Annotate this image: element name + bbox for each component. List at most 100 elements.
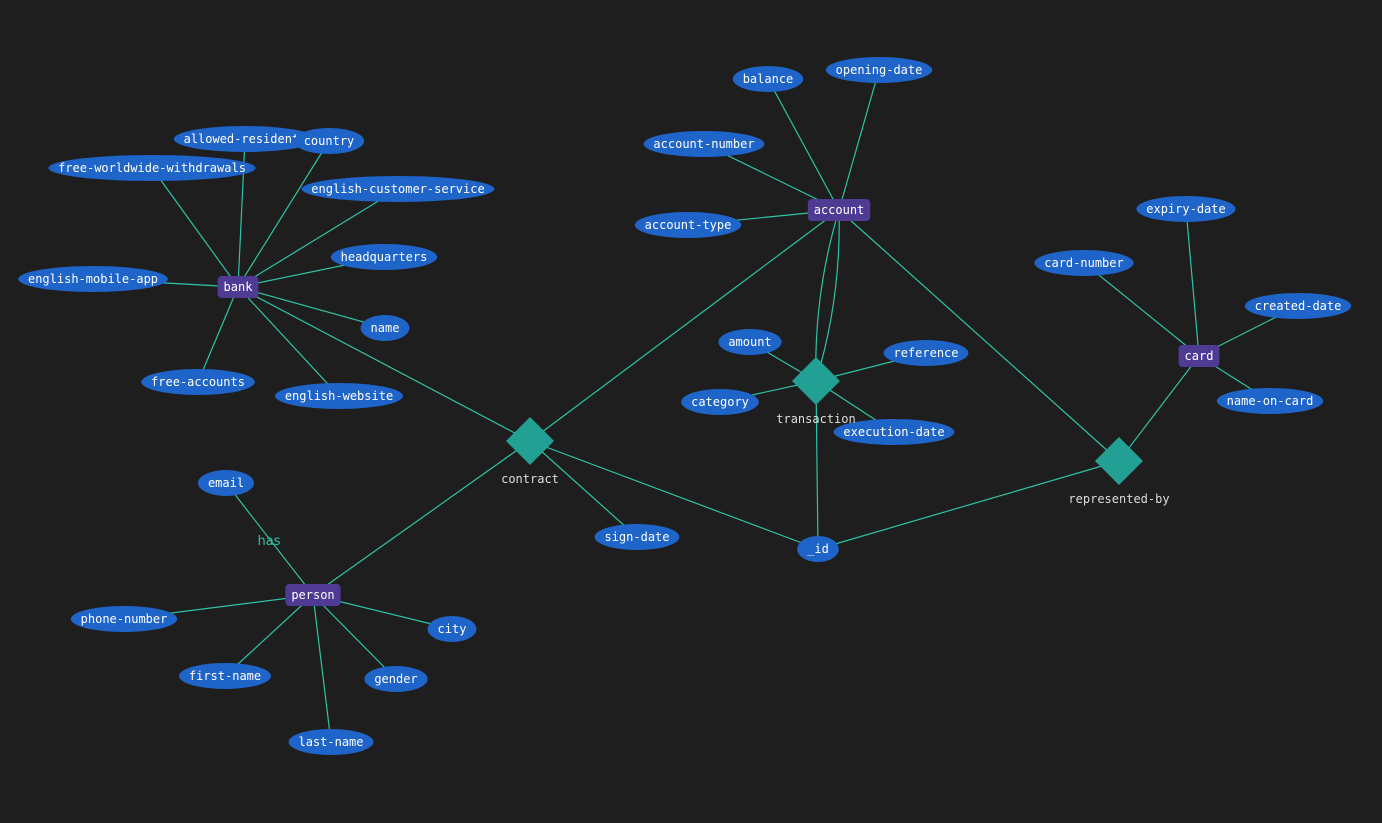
attribute-node-expiry-date[interactable]: expiry-date	[1136, 196, 1236, 222]
edge-card-expiry-date	[1185, 208, 1200, 357]
attribute-node-english-mobile-app[interactable]: english-mobile-app	[18, 266, 168, 292]
entity-label: bank	[224, 280, 254, 294]
attribute-label: amount	[728, 335, 771, 349]
attribute-label: allowed-residents	[184, 132, 307, 146]
edge-transaction-_id	[815, 380, 819, 550]
relation-node-transaction[interactable]: transaction	[776, 357, 856, 426]
attribute-node-card-number[interactable]: card-number	[1034, 250, 1134, 276]
attribute-node-first-name[interactable]: first-name	[179, 663, 271, 689]
relation-diamond	[506, 417, 554, 465]
edge-bank-contract	[237, 286, 531, 442]
attribute-node-gender[interactable]: gender	[364, 666, 428, 692]
attribute-shape	[48, 155, 256, 181]
attribute-label: country	[304, 134, 355, 148]
attribute-node-country[interactable]: country	[293, 128, 365, 154]
edge-bank-english-website	[237, 286, 340, 397]
relation-diamond	[792, 357, 840, 405]
attribute-node-email[interactable]: email	[198, 470, 254, 496]
entity-node-person[interactable]: person	[285, 584, 341, 606]
attribute-node-account-type[interactable]: account-type	[634, 212, 742, 238]
edge-person-gender	[312, 594, 397, 680]
attribute-shape	[1244, 293, 1352, 319]
attribute-label: category	[691, 395, 749, 409]
entity-shape	[807, 199, 871, 221]
attribute-node-account-number[interactable]: account-number	[643, 131, 765, 157]
attribute-node-headquarters[interactable]: headquarters	[330, 244, 438, 270]
attribute-shape	[293, 128, 365, 154]
edge-account-transaction-left	[815, 209, 840, 382]
entity-node-account[interactable]: account	[807, 199, 871, 221]
attribute-node-name[interactable]: name	[360, 315, 410, 341]
attribute-node-category[interactable]: category	[681, 389, 759, 415]
attribute-node-sign-date[interactable]: sign-date	[594, 524, 680, 550]
relation-node-represented-by[interactable]: represented-by	[1068, 437, 1170, 506]
attribute-node-_id[interactable]: _id	[797, 536, 839, 562]
attribute-shape	[883, 340, 969, 366]
edge-bank-country	[237, 140, 330, 288]
entity-label: card	[1185, 349, 1214, 363]
attribute-label: account-type	[645, 218, 732, 232]
attribute-label: city	[438, 622, 467, 636]
attribute-label: headquarters	[341, 250, 428, 264]
attribute-shape	[1136, 196, 1236, 222]
attribute-node-name-on-card[interactable]: name-on-card	[1216, 388, 1324, 414]
attribute-shape	[330, 244, 438, 270]
attribute-node-free-accounts[interactable]: free-accounts	[141, 369, 255, 395]
attribute-label: account-number	[653, 137, 754, 151]
entity-node-bank[interactable]: bank	[217, 276, 259, 298]
attribute-node-opening-date[interactable]: opening-date	[825, 57, 933, 83]
edge-represented-by-_id	[817, 460, 1120, 550]
attribute-node-phone-number[interactable]: phone-number	[70, 606, 178, 632]
attribute-node-city[interactable]: city	[427, 616, 477, 642]
relation-node-contract[interactable]: contract	[501, 417, 559, 486]
attribute-label: balance	[743, 72, 794, 86]
attribute-label: phone-number	[81, 612, 168, 626]
attribute-shape	[364, 666, 428, 692]
edge-card-card-number	[1083, 262, 1200, 357]
attribute-node-last-name[interactable]: last-name	[288, 729, 374, 755]
relation-diamond	[1095, 437, 1143, 485]
attribute-shape	[288, 729, 374, 755]
attribute-node-amount[interactable]: amount	[718, 329, 782, 355]
edge-person-first-name	[224, 594, 314, 677]
attribute-node-english-website[interactable]: english-website	[275, 383, 403, 409]
entity-label: account	[814, 203, 865, 217]
attribute-node-reference[interactable]: reference	[883, 340, 969, 366]
attribute-label: expiry-date	[1146, 202, 1225, 216]
attribute-label: opening-date	[836, 63, 923, 77]
attribute-node-created-date[interactable]: created-date	[1244, 293, 1352, 319]
edge-card-represented-by	[1118, 355, 1200, 462]
attribute-node-allowed-residents[interactable]: allowed-residents	[173, 126, 317, 152]
attribute-label: free-accounts	[151, 375, 245, 389]
attribute-shape	[643, 131, 765, 157]
edge-label-has: has	[258, 534, 281, 549]
attribute-node-execution-date[interactable]: execution-date	[833, 419, 955, 445]
attribute-shape	[70, 606, 178, 632]
attribute-shape	[18, 266, 168, 292]
attribute-label: first-name	[189, 669, 261, 683]
attribute-shape	[732, 66, 804, 92]
attribute-label: sign-date	[604, 530, 669, 544]
attribute-label: name	[371, 321, 400, 335]
attribute-node-balance[interactable]: balance	[732, 66, 804, 92]
relation-label: represented-by	[1068, 492, 1169, 506]
edge-account-opening-date	[838, 69, 880, 211]
attribute-shape	[634, 212, 742, 238]
relation-label: contract	[501, 472, 559, 486]
edge-account-contract	[529, 209, 840, 442]
edge-bank-english-customer-service	[237, 188, 399, 288]
attribute-node-free-worldwide-withdrawals[interactable]: free-worldwide-withdrawals	[48, 155, 256, 181]
attribute-shape	[594, 524, 680, 550]
attribute-label: reference	[893, 346, 958, 360]
attribute-shape	[301, 176, 495, 202]
attribute-shape	[718, 329, 782, 355]
attribute-shape	[173, 126, 317, 152]
attribute-node-english-customer-service[interactable]: english-customer-service	[301, 176, 495, 202]
edge-contract-_id	[529, 440, 819, 550]
entity-node-card[interactable]: card	[1178, 345, 1220, 367]
attribute-label: english-customer-service	[311, 182, 484, 196]
attribute-label: english-mobile-app	[28, 272, 158, 286]
edge-contract-sign-date	[529, 440, 638, 538]
